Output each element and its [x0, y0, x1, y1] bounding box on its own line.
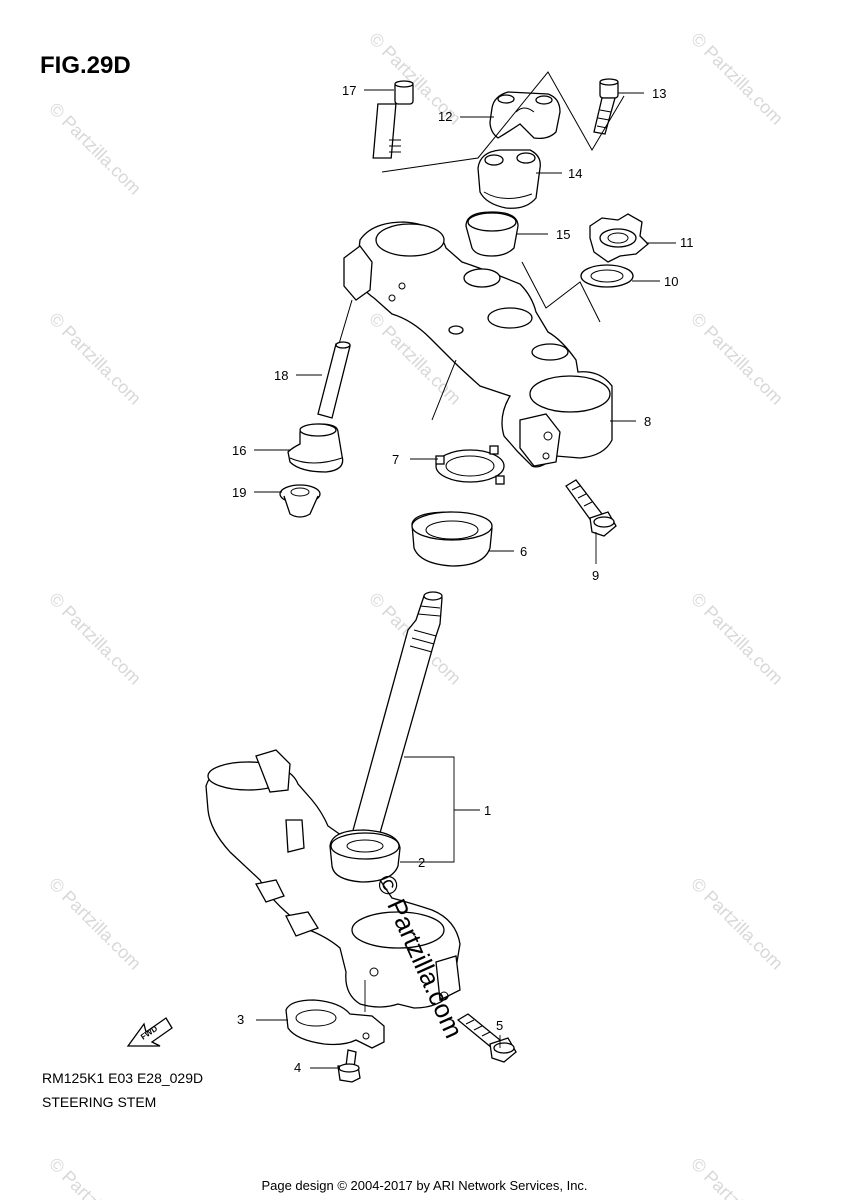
- watermark: © Partzilla.com: [687, 29, 787, 129]
- callout-3: 3: [237, 1012, 244, 1027]
- watermark: © Partzilla.com: [45, 589, 145, 689]
- part-13-bolt: [593, 78, 619, 135]
- watermark: © Partzilla.com: [45, 309, 145, 409]
- callout-14: 14: [568, 166, 582, 181]
- callout-4: 4: [294, 1060, 301, 1075]
- callout-2: 2: [418, 855, 425, 870]
- part-4-bolt: [337, 1049, 361, 1083]
- part-14-holder-lower: [477, 149, 541, 209]
- callout-1: 1: [484, 803, 491, 818]
- watermark: © Partzilla.com: [687, 589, 787, 689]
- part-15-cushion: [465, 211, 519, 257]
- callout-10: 10: [664, 274, 678, 289]
- figure-caption: STEERING STEM: [42, 1094, 157, 1110]
- part-10-washer: [580, 264, 634, 288]
- callout-17: 17: [342, 83, 356, 98]
- callout-11: 11: [680, 235, 694, 250]
- callout-15: 15: [556, 227, 570, 242]
- part-11-stem-nut: [589, 213, 649, 263]
- part-1-lower-bracket: [205, 749, 461, 1009]
- callout-18: 18: [274, 368, 288, 383]
- callout-8: 8: [644, 414, 651, 429]
- part-2-bearing: [329, 829, 401, 883]
- part-12-holder-upper: [489, 91, 561, 140]
- callout-19: 19: [232, 485, 246, 500]
- part-6-dust-seal: [411, 511, 493, 567]
- part-9-bolt: [565, 479, 617, 537]
- callout-16: 16: [232, 443, 246, 458]
- figure-code: RM125K1 E03 E28_029D: [42, 1070, 204, 1086]
- callout-labels: 1 2 3 4 5 6 7 8 9 10 11 12 13 14 15 16 1…: [232, 83, 694, 1075]
- callout-6: 6: [520, 544, 527, 559]
- callout-12: 12: [438, 109, 452, 124]
- part-17-bolt: [372, 80, 414, 159]
- watermark: © Partzilla.com: [687, 874, 787, 974]
- watermark: © Partzilla.com: [45, 1154, 145, 1200]
- watermark: © Partzilla.com: [687, 309, 787, 409]
- part-7-bearing-nut: [435, 445, 505, 485]
- watermark: © Partzilla.com: [45, 99, 145, 199]
- watermark: © Partzilla.com: [687, 1154, 787, 1200]
- leader-lines: [254, 89, 676, 1069]
- page-footer: Page design © 2004-2017 by ARI Network S…: [261, 1178, 588, 1193]
- callout-9: 9: [592, 568, 599, 583]
- part-18-spacer: [317, 341, 351, 419]
- callout-5: 5: [496, 1018, 503, 1033]
- callout-13: 13: [652, 86, 666, 101]
- part-8-upper-bracket: [343, 221, 613, 468]
- part-19-grommet: [279, 484, 321, 518]
- fwd-arrow-icon: FWD: [126, 1017, 173, 1047]
- part-3-clamp: [285, 999, 385, 1049]
- figure-title: FIG.29D: [40, 52, 131, 79]
- callout-7: 7: [392, 452, 399, 467]
- part-5-bolt: [456, 1013, 517, 1063]
- part-16-cushion-lower: [287, 423, 344, 473]
- watermark: © Partzilla.com: [45, 874, 145, 974]
